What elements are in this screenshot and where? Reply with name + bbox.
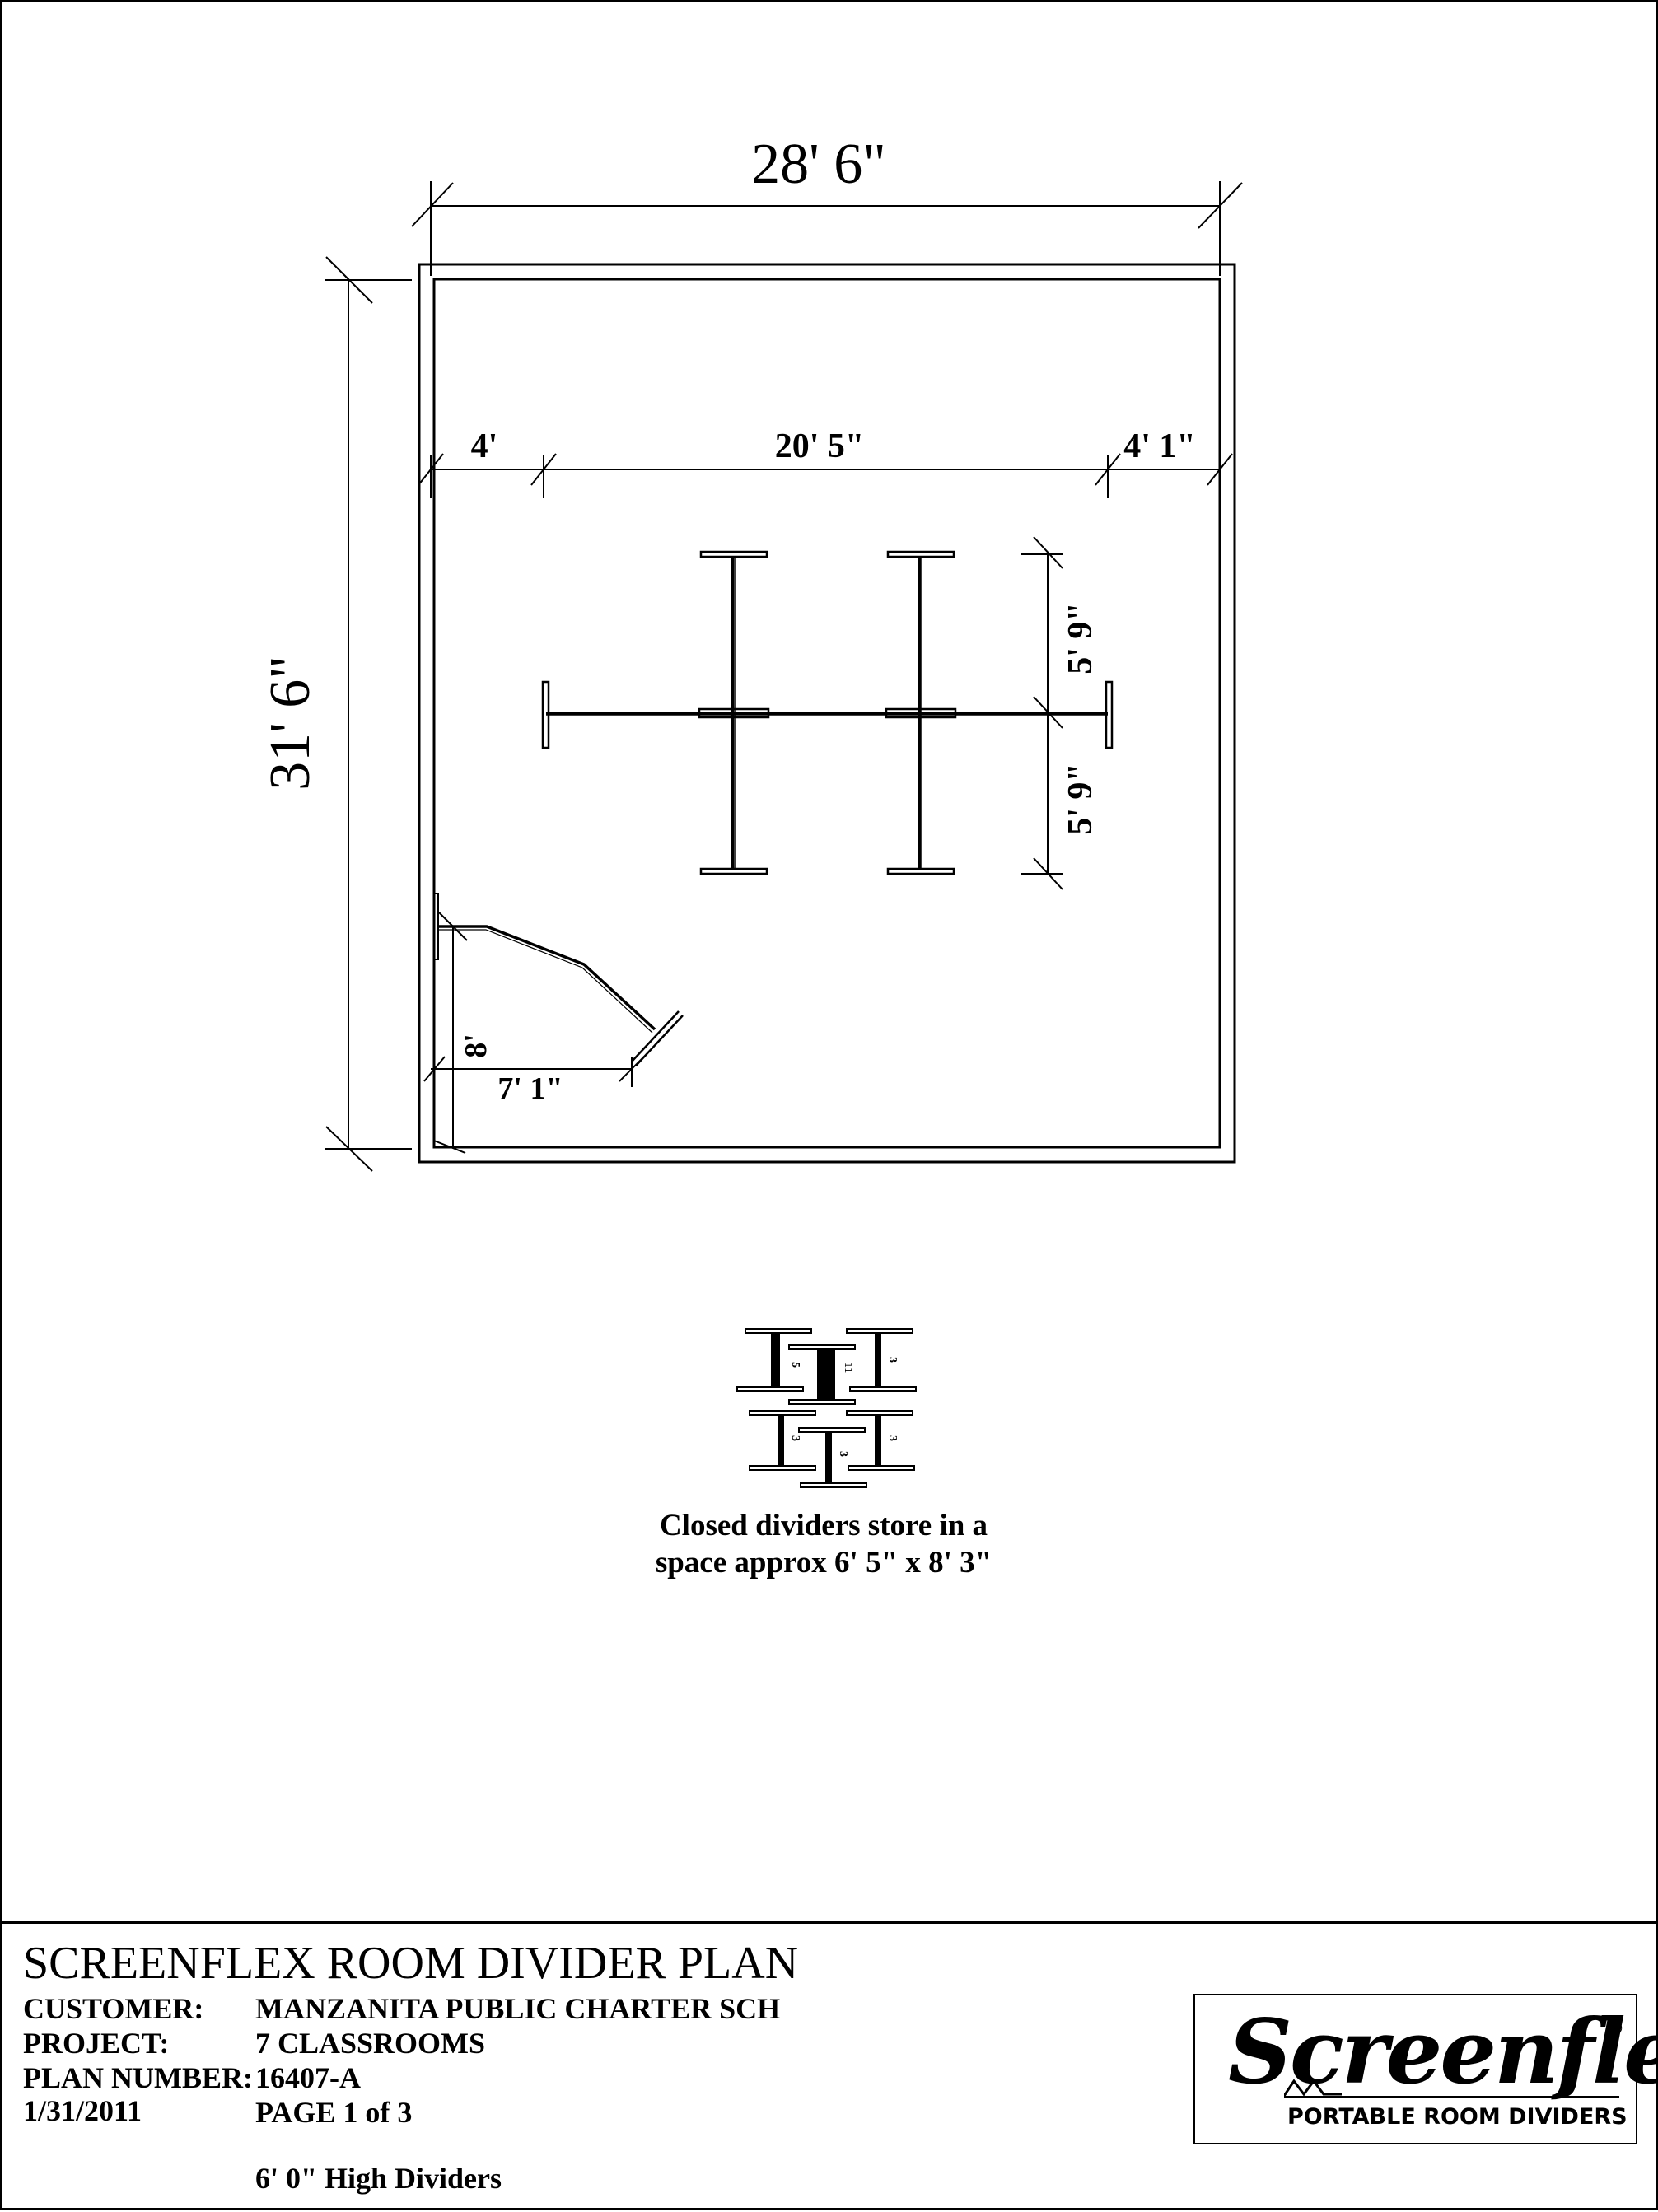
logo-swoosh-icon (1284, 2079, 1342, 2097)
storage-note: Closed dividers store in a space approx … (577, 1507, 1071, 1581)
plan-title: SCREENFLEX ROOM DIVIDER PLAN (23, 1938, 799, 1989)
logo-registered-mark: ® (1608, 2018, 1624, 2038)
storage-count: 3 (886, 1357, 899, 1363)
storage-count-labels: 5 11 3 3 3 3 (789, 1357, 899, 1457)
storage-count: 3 (837, 1451, 849, 1457)
small-height-label: 8' (459, 1034, 493, 1058)
plan-number-label: PLAN NUMBER: (23, 2061, 253, 2094)
page-number: PAGE 1 of 3 (255, 2096, 413, 2129)
customer-label: CUSTOMER: (23, 1992, 204, 2025)
small-width-label: 7' 1" (497, 1071, 563, 1106)
storage-note-line2: space approx 6' 5" x 8' 3" (655, 1546, 992, 1580)
screenflex-logo: Screenflex ® PORTABLE ROOM DIVIDERS (1193, 1994, 1658, 2144)
height-dimension (325, 256, 412, 1172)
storage-count: 5 (789, 1362, 801, 1368)
right-offset-label: 4' 1" (1123, 427, 1196, 465)
width-label: 28' 6" (751, 133, 886, 196)
divider-configuration-corner (423, 893, 684, 1154)
divider-configuration-main (541, 550, 1114, 875)
storage-diagram (736, 1328, 917, 1488)
height-label: 31' 6" (259, 656, 322, 791)
storage-count: 11 (842, 1362, 854, 1373)
divider-height-note: 6' 0" High Dividers (255, 2162, 502, 2195)
lower-half-label: 5' 9" (1062, 763, 1100, 835)
plan-date: 1/31/2011 (23, 2094, 142, 2127)
project-label: PROJECT: (23, 2027, 170, 2060)
customer-value: MANZANITA PUBLIC CHARTER SCH (255, 1992, 781, 2025)
left-offset-label: 4' (471, 427, 498, 465)
storage-count: 3 (789, 1435, 801, 1441)
logo-tagline: PORTABLE ROOM DIVIDERS (1287, 2104, 1628, 2130)
logo-underline (1284, 2096, 1619, 2098)
project-value: 7 CLASSROOMS (255, 2027, 486, 2060)
upper-half-label: 5' 9" (1062, 602, 1100, 674)
room-outline (418, 263, 1236, 1164)
vertical-half-dimensions (1021, 536, 1063, 890)
storage-note-line1: Closed dividers store in a (659, 1509, 988, 1542)
width-dimension (411, 181, 1243, 276)
title-block: SCREENFLEX ROOM DIVIDER PLAN CUSTOMER: M… (0, 1921, 1658, 2212)
offset-dimensions (418, 453, 1233, 498)
middle-span-label: 20' 5" (775, 427, 865, 465)
storage-count: 3 (886, 1435, 899, 1441)
plan-number-value: 16407-A (255, 2061, 361, 2094)
